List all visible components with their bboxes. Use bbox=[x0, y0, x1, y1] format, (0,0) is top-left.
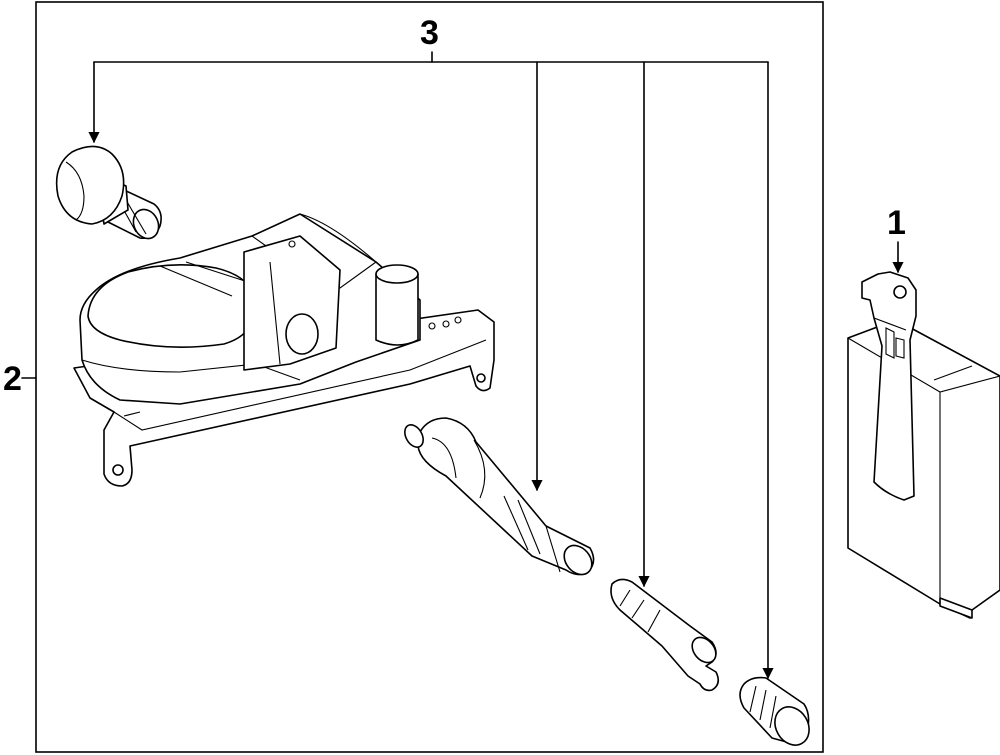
kit-frame bbox=[35, 1, 824, 753]
valve-stem-icon bbox=[404, 417, 595, 576]
callout-3-leader bbox=[88, 51, 774, 680]
tpms-sensor-assembly-icon bbox=[73, 213, 495, 487]
tpms-receiver-module-icon bbox=[847, 271, 1000, 619]
valve-stem-screw-icon bbox=[55, 145, 162, 240]
valve-cap-icon bbox=[739, 676, 810, 746]
callout-1-label: 1 bbox=[887, 204, 906, 242]
callout-2-label: 2 bbox=[3, 360, 22, 398]
callout-3-label: 3 bbox=[420, 14, 439, 52]
valve-core-icon bbox=[610, 578, 720, 692]
